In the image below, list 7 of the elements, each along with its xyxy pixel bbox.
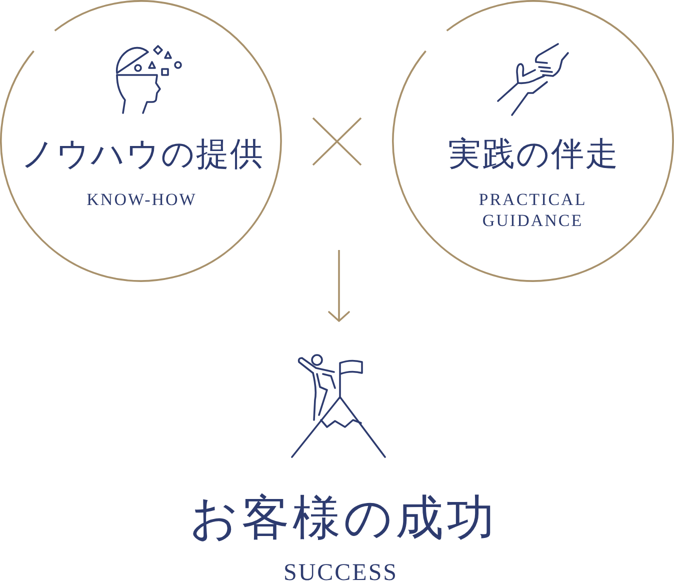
- node-title: 実践の伴走: [447, 139, 619, 172]
- arrow: [328, 250, 350, 322]
- node-subtitle: KNOW-HOW: [86, 191, 197, 208]
- node-title: ノウハウの提供: [20, 139, 264, 172]
- node-subtitle: SUCCESS: [282, 563, 398, 583]
- node-subtitle: PRACTICAL GUIDANCE: [478, 188, 588, 230]
- node-title: お客様の成功: [188, 494, 498, 542]
